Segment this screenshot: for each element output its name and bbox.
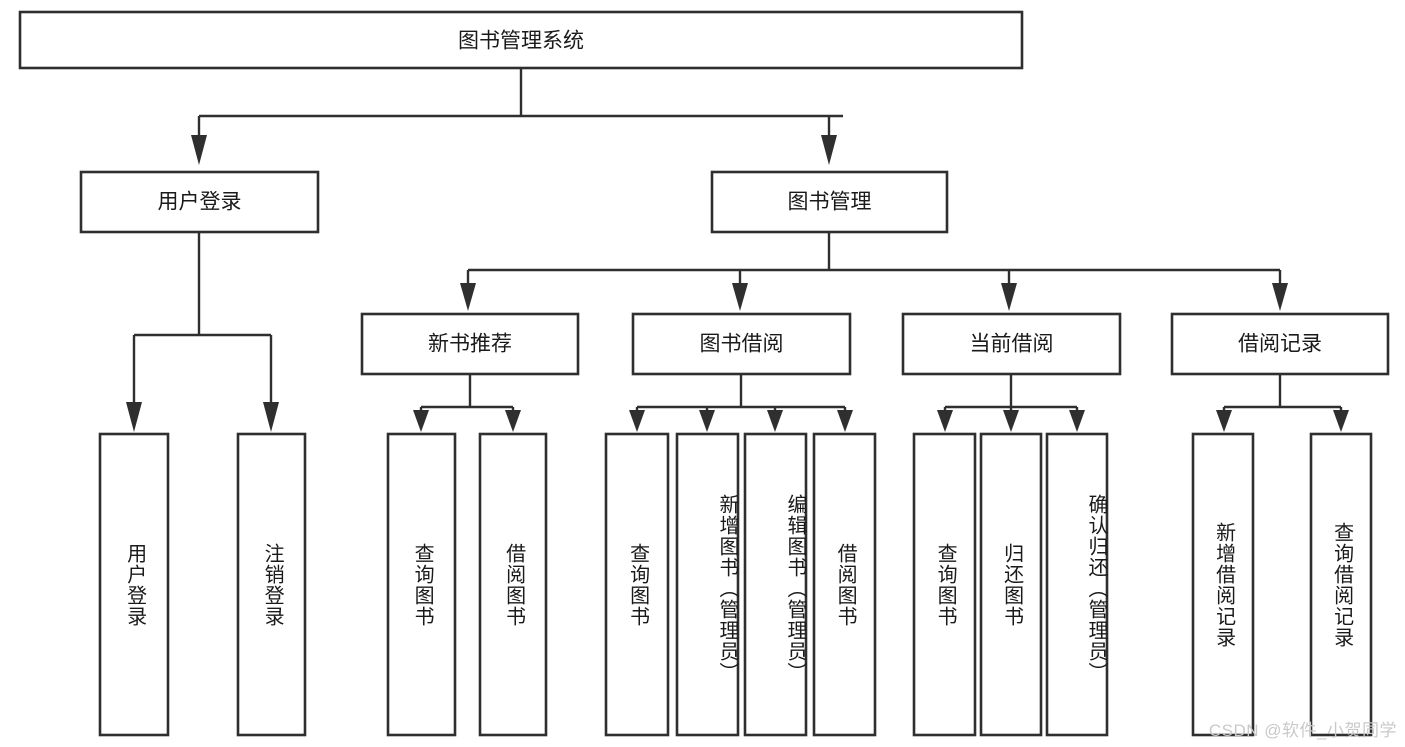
csdn-watermark: CSDN @软件_小贺同学: [1208, 721, 1397, 740]
node-leaf-add-book[interactable]: [675, 432, 740, 737]
connector-book-management-to-level3: [460, 232, 1288, 311]
node-book-management-label: 图书管理: [788, 191, 872, 214]
node-book-management[interactable]: 图书管理: [710, 170, 949, 234]
node-leaf-return-book[interactable]: [979, 432, 1043, 737]
node-borrow-record-label: 借阅记录: [1238, 333, 1322, 356]
node-leaf-add-record[interactable]: [1191, 432, 1255, 737]
node-leaf-user-login[interactable]: [98, 432, 170, 737]
node-leaf-confirm-return[interactable]: [1045, 432, 1109, 737]
node-leaf-query-book-1[interactable]: [386, 432, 457, 737]
node-leaf-query-record[interactable]: [1309, 432, 1373, 737]
connector-book-borrow-to-leaves: [629, 374, 853, 432]
node-leaf-query-book-2[interactable]: [604, 432, 670, 737]
node-borrow-record[interactable]: 借阅记录: [1170, 312, 1390, 376]
connector-borrow-record-to-leaves: [1216, 374, 1349, 432]
node-leaf-logout-login[interactable]: [236, 432, 307, 737]
connector-new-book-recommend-to-leaves: [413, 374, 521, 432]
connector-root-to-level2: [191, 68, 843, 165]
node-new-book-recommend[interactable]: 新书推荐: [360, 312, 580, 376]
node-new-book-recommend-label: 新书推荐: [428, 333, 512, 356]
node-root-label: 图书管理系统: [458, 30, 584, 53]
node-leaf-borrow-book-2[interactable]: [812, 432, 877, 737]
node-leaf-query-book-3[interactable]: [912, 432, 977, 737]
connector-user-login-to-leaves: [126, 232, 279, 432]
node-current-borrow-label: 当前借阅: [970, 333, 1054, 356]
node-book-borrow-label: 图书借阅: [700, 333, 784, 356]
node-user-login[interactable]: 用户登录: [79, 170, 320, 234]
connector-current-borrow-to-leaves: [937, 374, 1085, 432]
node-book-borrow[interactable]: 图书借阅: [631, 312, 852, 376]
node-root[interactable]: 图书管理系统: [18, 10, 1024, 70]
node-user-login-label: 用户登录: [158, 191, 242, 214]
node-leaf-borrow-book-1[interactable]: [478, 432, 548, 737]
node-current-borrow[interactable]: 当前借阅: [901, 312, 1122, 376]
node-leaf-edit-book[interactable]: [743, 432, 808, 737]
